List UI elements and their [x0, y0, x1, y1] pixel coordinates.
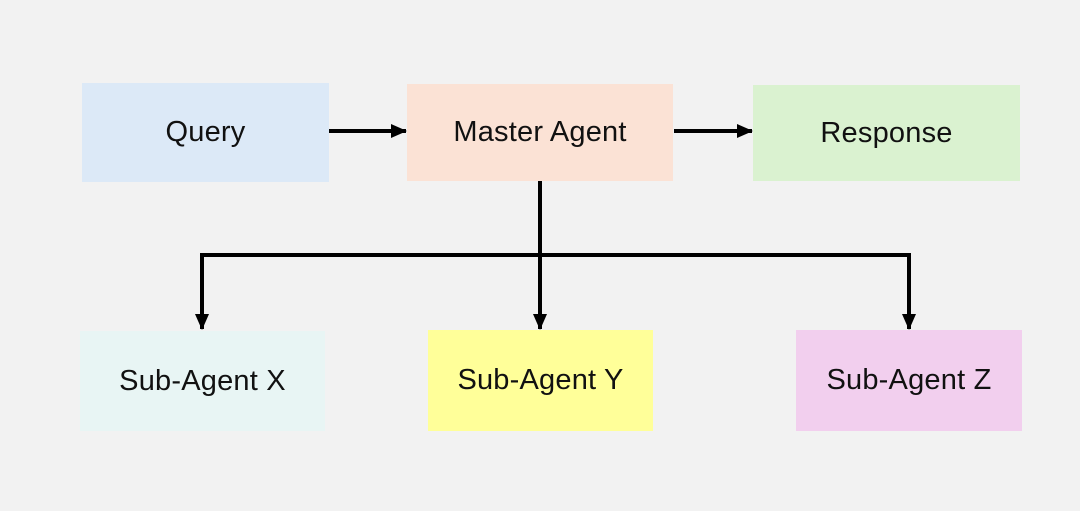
master-agent-node: Master Agent — [407, 84, 673, 181]
sub-agent-y-node: Sub-Agent Y — [428, 330, 653, 431]
response-node: Response — [753, 85, 1020, 181]
sub-agent-x-node: Sub-Agent X — [80, 331, 325, 431]
sub-agent-z-node: Sub-Agent Z — [796, 330, 1022, 431]
query-node: Query — [82, 83, 329, 182]
